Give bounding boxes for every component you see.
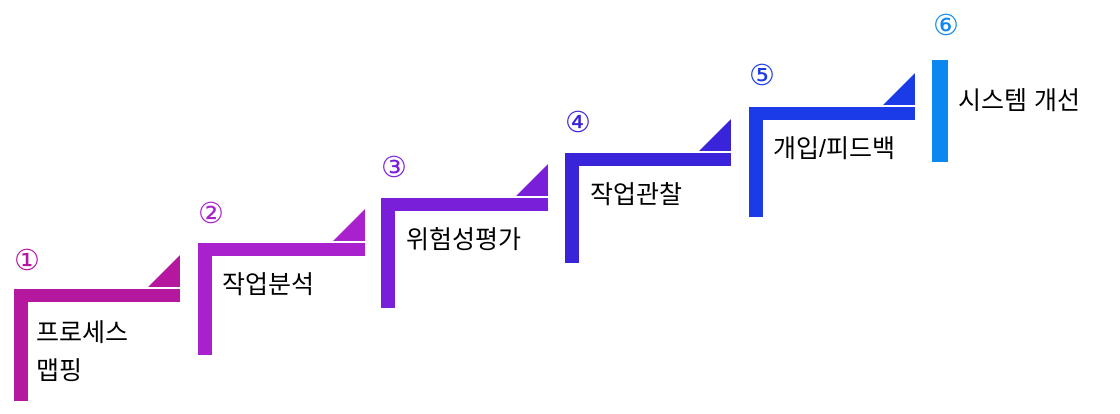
step-label-line: 프로세스 [36,319,129,347]
step-3-label: 위험성평가 [406,221,521,259]
step-2-number: ② [198,198,224,230]
step-label-line: 개입/피드백 [773,135,895,163]
step-label-line: 작업관찰 [590,181,683,209]
step-6-bar-vertical [932,60,948,162]
step-1-bar-vertical [14,289,28,401]
step-label-line: 시스템 개선 [958,87,1080,115]
step-5-bar-vertical [749,107,763,217]
step-1-label: 프로세스 맵핑 [36,314,128,390]
step-4-bar-horizontal [565,153,731,166]
step-3-bar-horizontal [381,198,548,211]
step-1-number: ① [14,245,40,277]
step-label-line: 맵핑 [36,357,83,385]
step-3-arrow-triangle-icon [516,164,548,196]
step-5-bar-horizontal [749,107,915,120]
step-label-line: 위험성평가 [406,226,522,254]
step-4-arrow-triangle-icon [699,119,731,151]
step-2-arrow-triangle-icon [333,209,365,241]
step-2-bar-vertical [198,243,212,355]
step-3-number: ③ [381,152,407,184]
step-5-number: ⑤ [749,60,775,92]
step-4-label: 작업관찰 [590,176,682,214]
step-4-number: ④ [565,107,591,139]
step-6-number: ⑥ [933,10,959,42]
step-4-bar-vertical [565,153,579,263]
step-6-label: 시스템 개선 [958,82,1080,120]
step-label-line: 작업분석 [222,271,315,299]
step-2-label: 작업분석 [222,266,314,304]
step-5-label: 개입/피드백 [773,130,895,168]
step-3-bar-vertical [381,198,395,308]
step-1-bar-horizontal [14,289,180,302]
step-1-arrow-triangle-icon [148,255,180,287]
step-5-arrow-triangle-icon [883,73,915,105]
step-2-bar-horizontal [198,243,365,256]
